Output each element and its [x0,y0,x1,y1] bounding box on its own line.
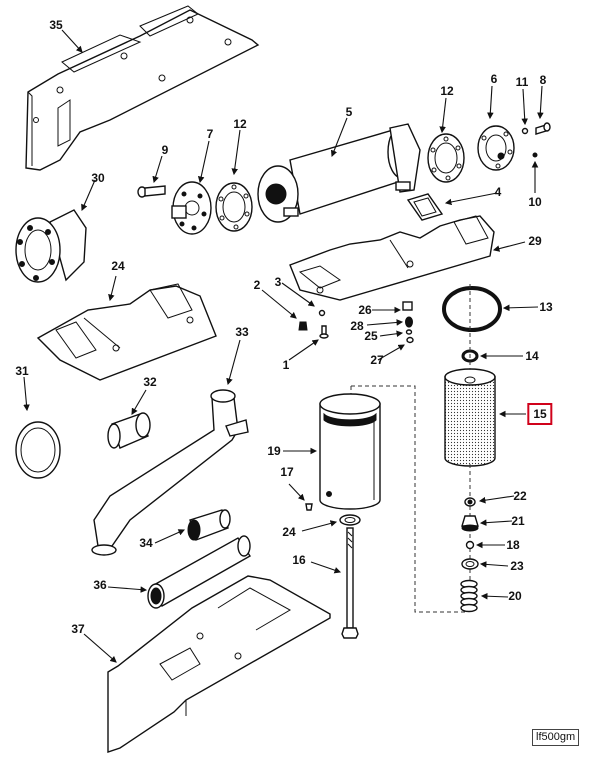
part-27-fitting[interactable] [402,301,413,311]
part-32-seal-ring[interactable] [15,421,61,479]
callout-16[interactable]: 16 [292,553,306,567]
part-10-ball[interactable] [532,152,538,158]
callout-21[interactable]: 21 [511,514,525,528]
part-31-elbow[interactable] [15,209,87,283]
callout-19[interactable]: 19 [267,444,281,458]
callout-7[interactable]: 7 [206,127,214,141]
part-8-bolt[interactable] [535,122,551,135]
part-16-center-bolt[interactable] [341,527,359,639]
part-33-coupling[interactable] [107,412,151,449]
part-26-washer[interactable] [405,329,413,335]
callout-10[interactable]: 10 [528,195,542,209]
part-12-gasket-right[interactable] [427,133,465,183]
callout-30[interactable]: 29 [528,234,542,248]
callout-3[interactable]: 3 [274,275,282,289]
part-21-valve[interactable] [461,515,479,532]
part-38-bracket[interactable] [107,575,331,753]
callout-12-right[interactable]: 12 [440,84,454,98]
part-34-oil-tube[interactable] [91,389,249,556]
callout-33[interactable]: 32 [143,375,157,389]
part-36-bracket[interactable] [25,5,260,171]
callout-35[interactable]: 34 [139,536,153,550]
callout-22[interactable]: 22 [513,489,527,503]
part-17-drain-plug[interactable] [305,503,313,511]
part-4-gasket[interactable] [406,193,444,221]
figure-id-label: lf500gm [532,729,580,746]
callout-38[interactable]: 37 [71,622,85,636]
callout-31[interactable]: 30 [91,171,105,185]
part-23-washer[interactable] [461,558,479,570]
callout-18[interactable]: 18 [506,538,520,552]
part-3-washer[interactable] [318,309,326,317]
callout-9[interactable]: 9 [161,143,169,157]
callout-24[interactable]: 24 [282,525,296,539]
part-30-filter-head[interactable] [289,215,495,301]
part-13-sealing-ring[interactable] [442,286,502,332]
part-6-end-cover[interactable] [477,125,515,171]
callout-34[interactable]: 33 [235,325,249,339]
part-5-oil-cooler[interactable] [257,123,421,223]
part-18-ring[interactable] [465,540,475,550]
callout-2[interactable]: 2 [253,278,261,292]
part-24-seal-washer[interactable] [339,514,361,526]
callout-20[interactable]: 20 [508,589,522,603]
part-29-plug[interactable] [405,316,413,328]
callout-1[interactable]: 1 [282,358,290,372]
part-11-nut[interactable] [521,127,529,135]
part-1-screw[interactable] [319,325,329,339]
part-22-retainer[interactable] [464,497,476,507]
leader-lines [23,29,544,663]
part-35-coupling[interactable] [187,509,231,541]
callout-17[interactable]: 17 [280,465,294,479]
callout-25[interactable]: 24 [111,259,125,273]
callout-37[interactable]: 36 [93,578,107,592]
part-12-gasket-left[interactable] [215,182,253,232]
part-20-spring[interactable] [460,579,478,613]
callout-14[interactable]: 14 [525,349,539,363]
part-9-bolt[interactable] [137,185,166,198]
callout-6[interactable]: 6 [490,72,498,86]
callout-23[interactable]: 23 [510,559,524,573]
part-19-filter-housing[interactable] [319,393,381,510]
part-15-filter-element[interactable] [444,368,496,467]
part-7-end-cover[interactable] [171,181,212,235]
callout-28[interactable]: 27 [370,353,384,367]
callout-36[interactable]: 35 [49,18,63,32]
callout-27[interactable]: 26 [358,303,372,317]
callout-4[interactable]: 4 [494,185,502,199]
callout-13[interactable]: 13 [539,300,553,314]
callout-11[interactable]: 11 [515,75,529,89]
part-28-washer[interactable] [406,336,414,344]
callout-29[interactable]: 28 [350,319,364,333]
callout-32[interactable]: 31 [15,364,29,378]
part-37-tube[interactable] [147,535,251,609]
callout-12-left[interactable]: 12 [233,117,247,131]
callout-15-highlighted[interactable]: 15 [527,403,553,425]
callout-5[interactable]: 5 [345,105,353,119]
part-2-plug[interactable] [298,321,308,331]
callout-26[interactable]: 25 [364,329,378,343]
callout-8[interactable]: 8 [539,73,547,87]
part-25-filter-head[interactable] [36,283,217,381]
